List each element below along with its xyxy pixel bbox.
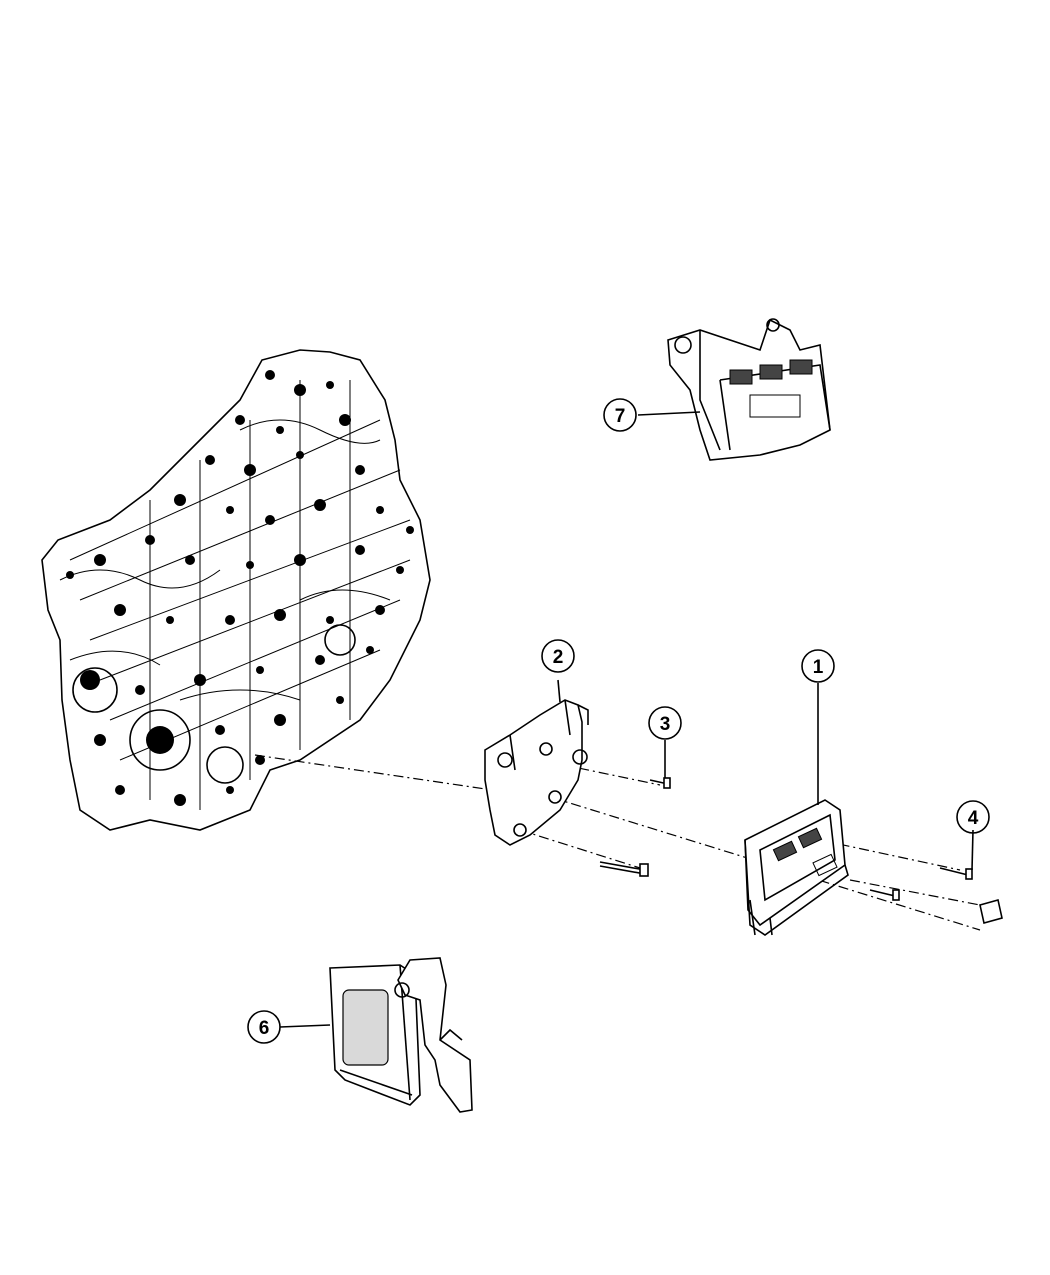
- bolt: [599, 861, 649, 877]
- assembly-line: [519, 829, 641, 869]
- callout-3: 3: [648, 706, 682, 740]
- engine-block: [41, 349, 431, 831]
- bolt: [869, 889, 900, 901]
- part-7-module-with-bracket: [667, 318, 831, 461]
- part-1-control-module: [744, 799, 849, 936]
- assembly-line: [254, 754, 981, 931]
- callout-2: 2: [541, 639, 575, 673]
- callout-7: 7: [603, 398, 637, 432]
- callout-4: 4: [956, 800, 990, 834]
- clip: [979, 899, 1003, 924]
- callout-6: 6: [247, 1010, 281, 1044]
- callout-3-label: 3: [660, 714, 671, 735]
- callout-1-label: 1: [813, 657, 824, 678]
- callout-6-label: 6: [259, 1018, 270, 1039]
- callout-1: 1: [801, 649, 835, 683]
- callout-7-label: 7: [615, 406, 626, 427]
- part-4-screw: [939, 867, 973, 880]
- callout-2-label: 2: [553, 647, 564, 668]
- part-2-bracket-plate: [484, 699, 589, 846]
- callout-4-label: 4: [968, 808, 979, 829]
- engine-texture-dots: [66, 370, 414, 806]
- assembly-line: [849, 879, 981, 906]
- part-3-bolt: [649, 777, 671, 789]
- part-6-module-with-bracket: [329, 957, 473, 1113]
